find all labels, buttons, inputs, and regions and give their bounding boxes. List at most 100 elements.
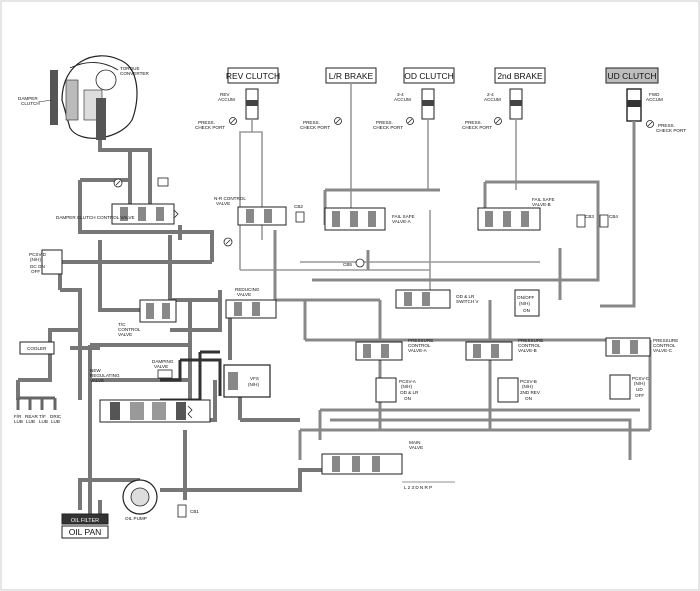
pressure-control-valve-b: PRESSURE CONTROL VALVE-B [465,338,543,361]
svg-text:CB5: CB5 [343,262,352,267]
svg-text:UD: UD [636,387,643,392]
svg-text:CHECK PORT: CHECK PORT [462,125,492,130]
svg-text:CONTROL: CONTROL [518,343,541,348]
onoff-solenoid: ON/OFF (N/H) ON [514,289,540,317]
second-brake-label: 2nd BRAKE [497,71,543,81]
svg-text:2ND REV: 2ND REV [520,390,541,395]
svg-text:ON: ON [523,308,530,313]
press-check-port-od: PRESS. CHECK PORT [373,117,414,130]
svg-text:PCSV-C: PCSV-C [632,376,650,381]
damper-clutch-valve-label: DAMPER CLUTCH CONTROL VALVE [56,215,135,220]
svg-text:ACCUM: ACCUM [394,97,411,102]
second-brake-box: 2nd BRAKE [494,67,546,84]
pressure-control-valve-a: PRESSURE CONTROL VALVE-A [355,338,433,361]
svg-text:CLUTCH: CLUTCH [21,101,40,106]
pcsv-c-solenoid: PCSV-C (N/H) UD OFF [609,374,650,400]
lube-lines [16,396,57,410]
svg-text:VALVE: VALVE [90,378,104,383]
svg-text:CB3: CB3 [585,214,594,219]
svg-text:CHECK PORT: CHECK PORT [373,125,403,130]
svg-text:CHECK PORT: CHECK PORT [300,125,330,130]
tc-control-valve: T/C CONTROL VALVE [118,299,177,337]
svg-text:LUB: LUB [26,419,35,424]
svg-text:OD & LR: OD & LR [456,294,475,299]
od-lr-switch-valve: OD & LR SWITCH V [395,289,479,309]
svg-text:NEW: NEW [90,368,101,373]
svg-text:PRESSURE: PRESSURE [408,338,433,343]
svg-text:N-R CONTROL: N-R CONTROL [214,196,246,201]
svg-text:ON/OFF: ON/OFF [517,295,535,300]
svg-text:CONTROL: CONTROL [118,327,141,332]
orifice-box [157,177,169,187]
svg-text:VALVE: VALVE [154,364,168,369]
damper-clutch-label: DAMPER [18,96,38,101]
svg-text:COOLER: COOLER [27,346,47,351]
svg-text:PRESS.: PRESS. [198,120,215,125]
svg-text:CB1: CB1 [190,509,199,514]
range-marks: L 2 3 D N R P [404,485,432,490]
svg-text:VALVE: VALVE [118,332,132,337]
cb3-cb4-check-balls: CB3 CB4 [576,214,618,228]
clutch-feed-lines [239,83,540,290]
reducing-valve: REDUCING VALVE [225,287,277,319]
pcsv-d-solenoid: PCSV-D (N/H) DC ON OFF [29,249,63,275]
oil-pan: OIL PAN [61,525,109,539]
svg-text:PCSV-A: PCSV-A [399,379,417,384]
torque-converter-label: TORQUE [120,66,140,71]
fwd-accumulator: FWD ACCUM [626,88,663,122]
svg-text:OIL PUMP: OIL PUMP [125,516,147,521]
svg-text:F/R: F/R [14,414,22,419]
svg-text:VALVE-A: VALVE-A [408,348,428,353]
svg-text:DC ON: DC ON [30,264,45,269]
svg-text:DAMPING: DAMPING [152,359,174,364]
cb5-check-ball: CB5 [343,258,365,268]
svg-text:VALVE-C: VALVE-C [653,348,673,353]
svg-text:CHECK PORT: CHECK PORT [195,125,225,130]
oil-pump: OIL PUMP [122,479,158,521]
lr-brake-box: L/R BRAKE [325,67,377,84]
svg-text:CONVERTER: CONVERTER [120,71,149,76]
cb2-check-ball [295,211,305,223]
svg-text:REV: REV [220,92,230,97]
second-accumulator: 2-4 ACCUM [484,88,523,120]
svg-text:(N/H): (N/H) [634,381,645,386]
svg-text:OFF: OFF [31,269,40,274]
fail-safe-valve-a: FAIL SAFE VALVE-A [324,207,415,231]
oil-filter: OIL FILTER [61,513,109,525]
svg-text:ACCUM: ACCUM [484,97,501,102]
svg-text:PCSV-B: PCSV-B [520,379,537,384]
press-check-port-ud: PRESS. CHECK PORT [646,120,686,133]
svg-text:REAR: REAR [25,414,38,419]
svg-text:REGULATING: REGULATING [90,373,120,378]
svg-text:CB2: CB2 [294,204,303,209]
svg-text:PRESS.: PRESS. [658,123,675,128]
svg-text:FAIL SAFE: FAIL SAFE [532,197,555,202]
svg-text:ACCUM: ACCUM [218,97,235,102]
ud-clutch-label: UD CLUTCH [607,71,656,81]
od-clutch-box: OD CLUTCH [403,67,455,84]
damper-clutch-control-valve: DAMPER CLUTCH CONTROL VALVE [56,203,179,225]
svg-text:SWITCH V: SWITCH V [456,299,479,304]
svg-text:LUB: LUB [14,419,23,424]
main-pressure-lines [273,121,652,460]
svg-text:ON: ON [525,396,532,401]
svg-text:PRESSURE: PRESSURE [518,338,543,343]
svg-text:OIL PAN: OIL PAN [69,527,102,537]
svg-text:OFF: OFF [635,393,644,398]
rev-clutch-label: REV CLUTCH [226,71,280,81]
pressure-gauge-left [113,178,233,247]
press-check-port-rev: PRESS. CHECK PORT [195,117,237,130]
svg-text:(N/H): (N/H) [30,257,41,262]
svg-text:ON: ON [404,396,411,401]
main-valve: MAIN VALVE L 2 3 D N R P [321,440,455,490]
torque-converter: TORQUE CONVERTER DAMPER CLUTCH [18,55,149,140]
left-circuit-lines [16,130,340,520]
svg-text:VALVE: VALVE [409,445,423,450]
svg-text:(N/H): (N/H) [519,301,530,306]
vfs-solenoid: VFS (N/H) [223,364,271,398]
svg-text:CONTROL: CONTROL [653,343,676,348]
pcsv-a-solenoid: PCSV-A (N/H) OD & LR ON [375,377,419,403]
